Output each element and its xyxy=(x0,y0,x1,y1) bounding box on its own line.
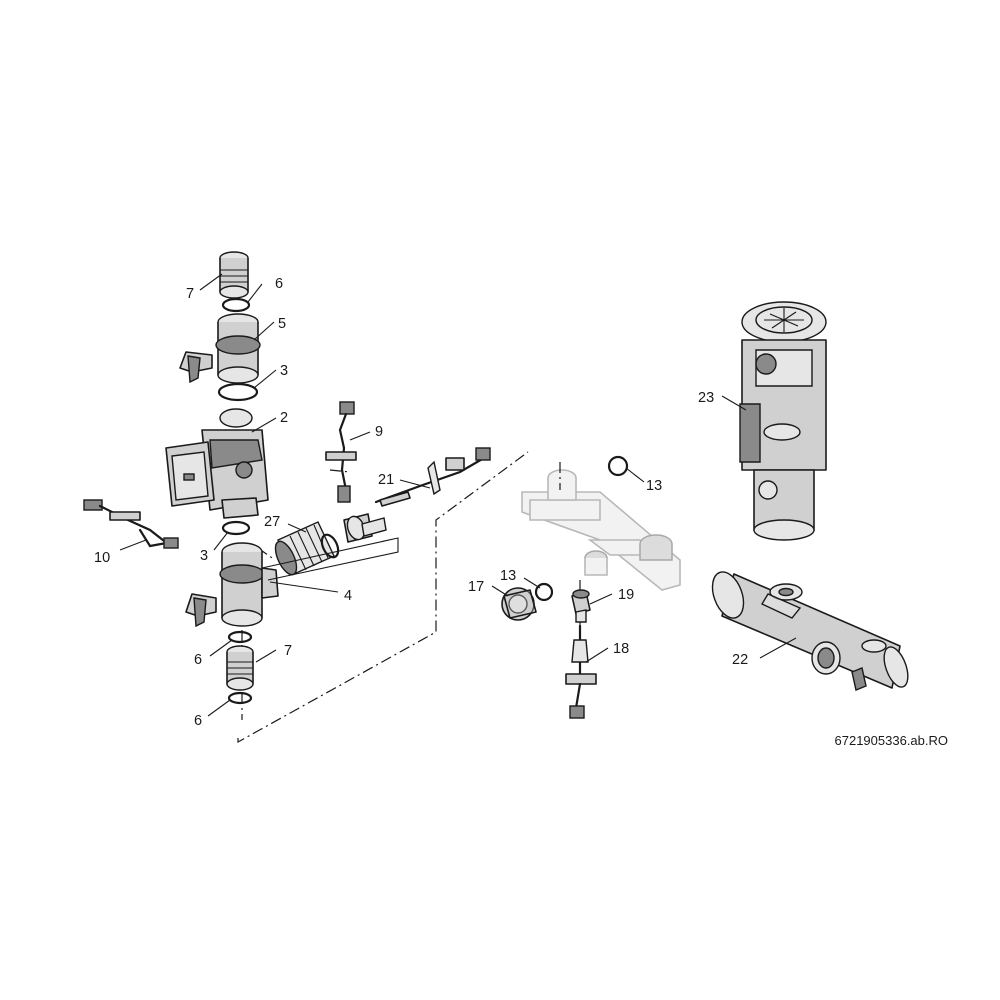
part-23-housing xyxy=(739,301,827,541)
drawing-reference-number: 6721905336.ab.RO xyxy=(835,733,948,748)
callout-19: 19 xyxy=(618,587,634,603)
part-7-top-nipple xyxy=(219,251,249,299)
part-17-nut xyxy=(501,587,537,621)
part-6-bottom-seal xyxy=(227,691,253,705)
callout-21: 21 xyxy=(378,472,394,488)
part-19-fitting xyxy=(571,589,591,623)
group-4-bracket xyxy=(261,537,399,581)
part-13-lower-oring xyxy=(534,582,554,602)
callout-17: 17 xyxy=(468,579,484,595)
callout-5: 5 xyxy=(278,316,286,332)
part-9-harness xyxy=(325,401,357,503)
callout-27: 27 xyxy=(264,514,280,530)
callout-7-top: 7 xyxy=(186,286,194,302)
callout-6-bottom: 6 xyxy=(194,713,202,729)
callout-3-lower: 3 xyxy=(200,548,208,564)
callout-7-lower: 7 xyxy=(284,643,292,659)
callout-9: 9 xyxy=(375,424,383,440)
manifold-ghost xyxy=(521,469,681,591)
callout-18: 18 xyxy=(613,641,629,657)
part-13-upper-oring xyxy=(607,455,629,477)
part-6-middle-seal xyxy=(227,630,253,644)
part-4-lower-valve xyxy=(185,542,279,628)
part-3-lower-seal xyxy=(221,520,251,536)
callout-4: 4 xyxy=(344,588,352,604)
callout-13-lower: 13 xyxy=(500,568,516,584)
callout-6-middle: 6 xyxy=(194,652,202,668)
callout-23: 23 xyxy=(698,390,714,406)
part-2-pump xyxy=(165,408,269,519)
part-3-top-seal xyxy=(217,382,259,402)
part-6-top-seal xyxy=(221,297,251,313)
strainer-ring xyxy=(320,533,340,559)
part-7-lower-nipple xyxy=(226,645,254,691)
part-18-sensor xyxy=(565,624,597,719)
callout-3-top: 3 xyxy=(280,363,288,379)
callout-10: 10 xyxy=(94,550,110,566)
callout-13-upper: 13 xyxy=(646,478,662,494)
callout-2: 2 xyxy=(280,410,288,426)
part-21-sensor xyxy=(374,447,491,507)
part-5-ball-valve xyxy=(179,313,261,384)
callout-6-top: 6 xyxy=(275,276,283,292)
callouts: 7 6 5 3 2 9 21 13 27 10 3 13 17 4 19 18 … xyxy=(94,276,748,729)
part-10-harness xyxy=(83,499,179,549)
callout-22: 22 xyxy=(732,652,748,668)
leader-lines xyxy=(119,273,797,717)
strainer-fitting xyxy=(343,513,387,543)
part-22-body xyxy=(711,571,909,691)
